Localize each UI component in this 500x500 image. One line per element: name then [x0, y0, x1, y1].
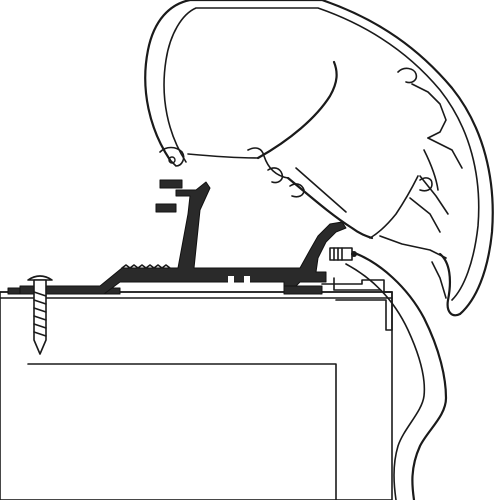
- clip-pin: [168, 156, 176, 164]
- rail-slot-1: [228, 276, 234, 284]
- roof-edge-trim: [321, 250, 448, 500]
- chamber-inner-rib: [423, 149, 439, 191]
- side-screw-thread: [333, 247, 343, 261]
- adapter-rail: [19, 179, 347, 295]
- vehicle-wall: [0, 291, 393, 500]
- chamber-upper-wall: [411, 83, 447, 139]
- cassette-diagonal-wall: [286, 176, 374, 240]
- cassette-diagonal-inner: [295, 167, 347, 213]
- rail-serration: [121, 264, 171, 269]
- rail-hook-lower: [155, 203, 177, 213]
- inner-clip-2: [289, 183, 305, 198]
- inner-clip-1: [267, 167, 284, 184]
- edge-trim-inner: [345, 263, 426, 500]
- corner-cap-profile: [321, 279, 393, 331]
- corner-cap-lip: [333, 277, 381, 291]
- cassette-inner-shell: [163, 7, 480, 301]
- rail-slot-2: [244, 276, 250, 284]
- cassette-top-edge: [187, 153, 259, 159]
- cassette-arm: [256, 60, 338, 160]
- chamber-rib-4: [379, 235, 447, 259]
- side-screw-tip: [351, 251, 357, 257]
- screw-thread: [33, 291, 47, 337]
- adapter-rail-body: [19, 181, 347, 295]
- cassette-left-clip: [159, 146, 185, 167]
- wall-inner-panel-edge: [27, 363, 337, 500]
- chamber-top-knob: [397, 67, 418, 84]
- inner-clip-3: [419, 177, 433, 192]
- seal-strip-right: [283, 285, 323, 295]
- side-screw: [329, 247, 357, 261]
- fixing-screw: [27, 275, 53, 355]
- cassette-outer-shell: [144, 0, 494, 317]
- chamber-inner-spine: [369, 175, 419, 239]
- chamber-rib-2: [419, 175, 449, 215]
- awning-cassette: [144, 0, 494, 317]
- chamber-rib-1: [427, 137, 463, 169]
- screw-head: [27, 275, 53, 281]
- chamber-rib-5: [431, 261, 447, 299]
- chamber-rib-3: [409, 197, 441, 233]
- cassette-hook: [247, 147, 289, 179]
- wall-outer-panel: [0, 291, 393, 500]
- rail-hook-upper: [159, 179, 183, 189]
- edge-trim-outer: [350, 250, 448, 500]
